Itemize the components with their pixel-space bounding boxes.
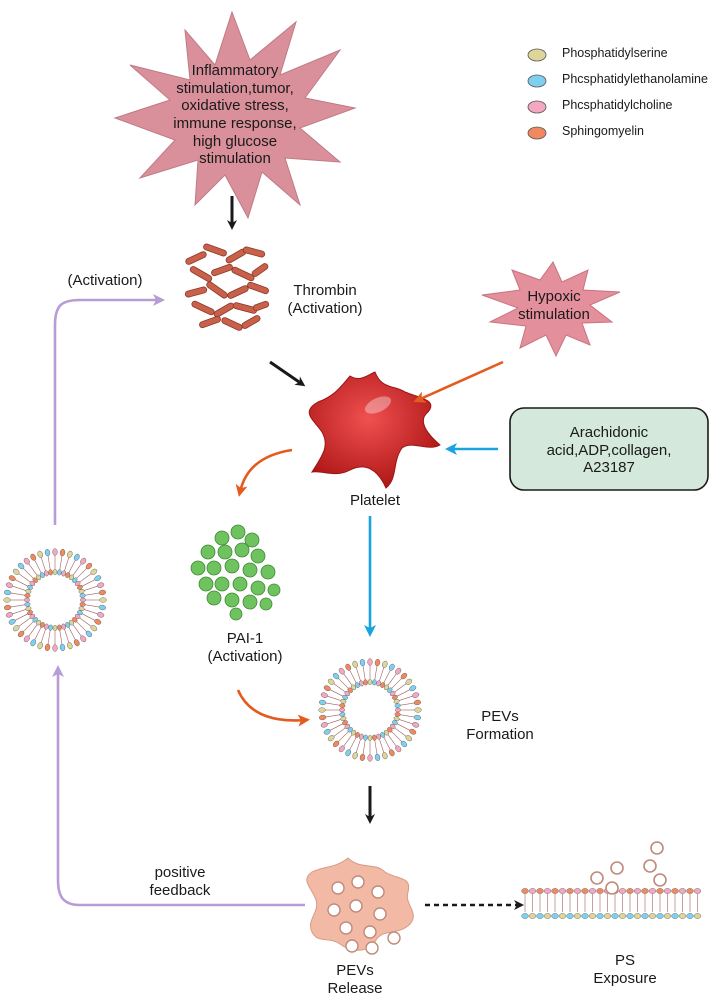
platelet-label: Platelet bbox=[349, 492, 401, 509]
legend-label-phosphatidylserine: Phosphatidylserine bbox=[562, 46, 668, 60]
legend-label-sphingomyelin: Sphingomyelin bbox=[562, 124, 644, 138]
stimulus-label: Inflammatory stimulation,tumor, oxidativ… bbox=[173, 62, 297, 168]
pevs-release-label: PEVs Release bbox=[327, 962, 383, 997]
legend-label-phosphatidylcholine: Phcsphatidylcholine bbox=[562, 98, 673, 112]
pevs-formation-label: PEVs Formation bbox=[466, 708, 534, 743]
positive-feedback-label: positive feedback bbox=[149, 864, 211, 899]
arrow-hypoxic-to-platelet bbox=[413, 360, 504, 403]
arrow-thrombin-to-platelet bbox=[269, 360, 306, 387]
activation-top-label: (Activation) bbox=[67, 272, 143, 289]
thrombin-icon bbox=[184, 243, 270, 331]
agonist-label: Arachidonic acid,ADP,collagen, A23187 bbox=[546, 424, 672, 477]
hypoxic-star bbox=[481, 261, 621, 358]
vesicle-left bbox=[3, 548, 107, 652]
arrow-pai1-to-pevs bbox=[236, 689, 310, 727]
released-cell-vesicles bbox=[327, 875, 401, 955]
membrane-bilayer bbox=[521, 888, 702, 919]
stimulus-star bbox=[113, 10, 357, 220]
arrow-vesicle-to-thrombin bbox=[53, 294, 165, 525]
arrow-feedback-to-vesicle bbox=[52, 665, 305, 907]
platelet-icon bbox=[308, 371, 441, 489]
ps-exposure-label: PS Exposure bbox=[593, 952, 657, 987]
arrow-platelet-to-pai1 bbox=[235, 448, 293, 497]
hypoxic-label: Hypoxic stimulation bbox=[518, 288, 590, 323]
thrombin-label: Thrombin (Activation) bbox=[287, 282, 363, 317]
vesicle-center bbox=[318, 658, 422, 762]
legend-markers bbox=[527, 48, 547, 140]
legend-label-phosphatidylethanolamine: Phcsphatidylethanolamine bbox=[562, 72, 708, 86]
exposed-vesicles bbox=[590, 841, 667, 895]
pai1-icon bbox=[190, 524, 281, 621]
pai1-label: PAI-1 (Activation) bbox=[207, 630, 283, 665]
agonist-box bbox=[509, 407, 709, 491]
